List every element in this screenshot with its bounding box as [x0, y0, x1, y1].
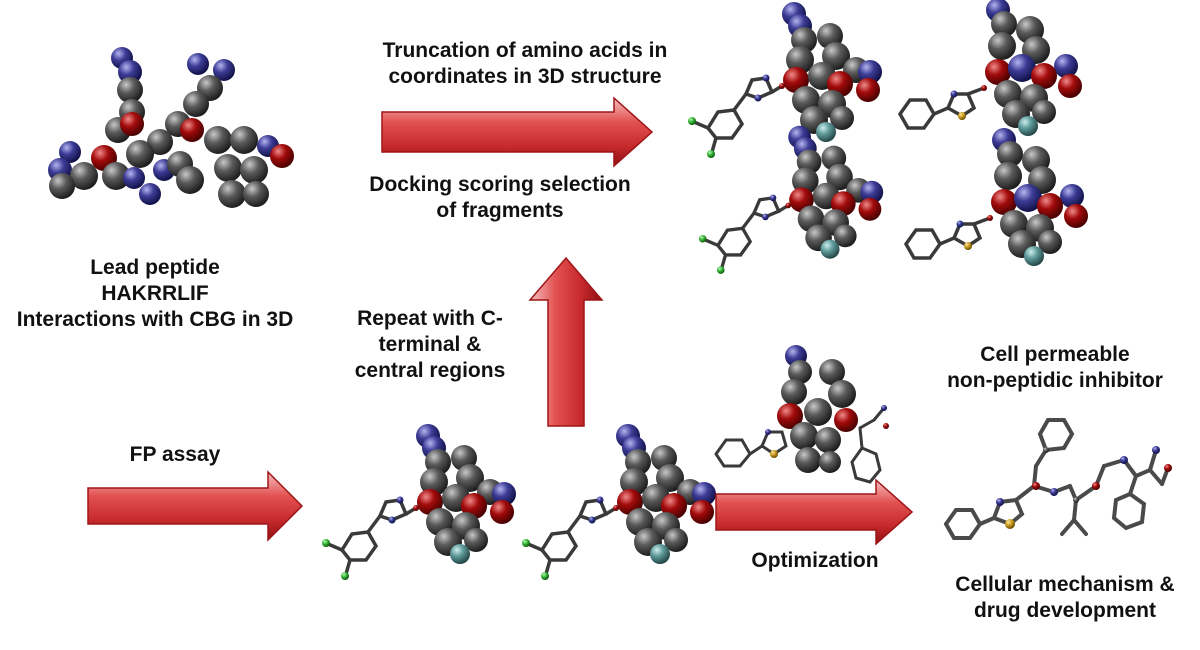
docked-fragment-molecule-icon: [686, 0, 884, 160]
fp-assay-label: FP assay: [110, 442, 240, 468]
non-peptidic-inhibitor-ball-and-stick-icon: [944, 418, 1172, 540]
repeat-up-arrow-icon: [528, 256, 604, 427]
truncation-label: Truncation of amino acids in coordinates…: [370, 38, 680, 90]
optimization-arrow-icon: [715, 478, 914, 546]
truncation-line-2: coordinates in 3D structure: [388, 65, 662, 88]
docking-line-1: Docking scoring selection: [369, 173, 631, 196]
docked-fragment-molecule-icon: [898, 0, 1084, 138]
docking-line-2: of fragments: [436, 199, 564, 222]
truncation-line-1: Truncation of amino acids in: [382, 39, 668, 62]
repeat-line-3: central regions: [354, 359, 506, 382]
docked-fragment-molecule-icon: [904, 126, 1090, 268]
optimized-complex-molecule-icon: [714, 345, 889, 484]
fp-assay-arrow-icon: [87, 470, 304, 542]
lead-peptide-description: Interactions with CBG in 3D: [16, 308, 294, 331]
repeat-line-2: terminal &: [378, 333, 482, 356]
docked-fragment-molecule-icon: [520, 422, 718, 582]
cell-permeable-label: Cell permeable non-peptidic inhibitor: [920, 342, 1190, 394]
cellular-line-2: drug development: [973, 599, 1157, 622]
optimization-text: Optimization: [751, 549, 879, 572]
cell-permeable-line-1: Cell permeable: [980, 343, 1130, 366]
docking-label: Docking scoring selection of fragments: [355, 172, 645, 224]
optimization-label: Optimization: [730, 548, 900, 574]
docked-fragment-molecule-icon: [697, 124, 885, 276]
fp-assay-text: FP assay: [129, 443, 221, 466]
lead-peptide-label: Lead peptide HAKRRLIF Interactions with …: [0, 255, 310, 333]
docked-fragment-molecule-icon: [320, 422, 518, 582]
truncation-arrow-icon: [381, 96, 654, 168]
cell-permeable-line-2: non-peptidic inhibitor: [947, 369, 1163, 392]
cellular-line-1: Cellular mechanism &: [955, 573, 1175, 596]
repeat-label: Repeat with C- terminal & central region…: [340, 306, 520, 384]
lead-peptide-sequence: HAKRRLIF: [101, 282, 209, 305]
lead-peptide-title: Lead peptide: [90, 256, 220, 279]
repeat-line-1: Repeat with C-: [357, 307, 503, 330]
cellular-mechanism-label: Cellular mechanism & drug development: [935, 572, 1195, 624]
lead-peptide-spacefill-model-icon: [48, 47, 294, 208]
